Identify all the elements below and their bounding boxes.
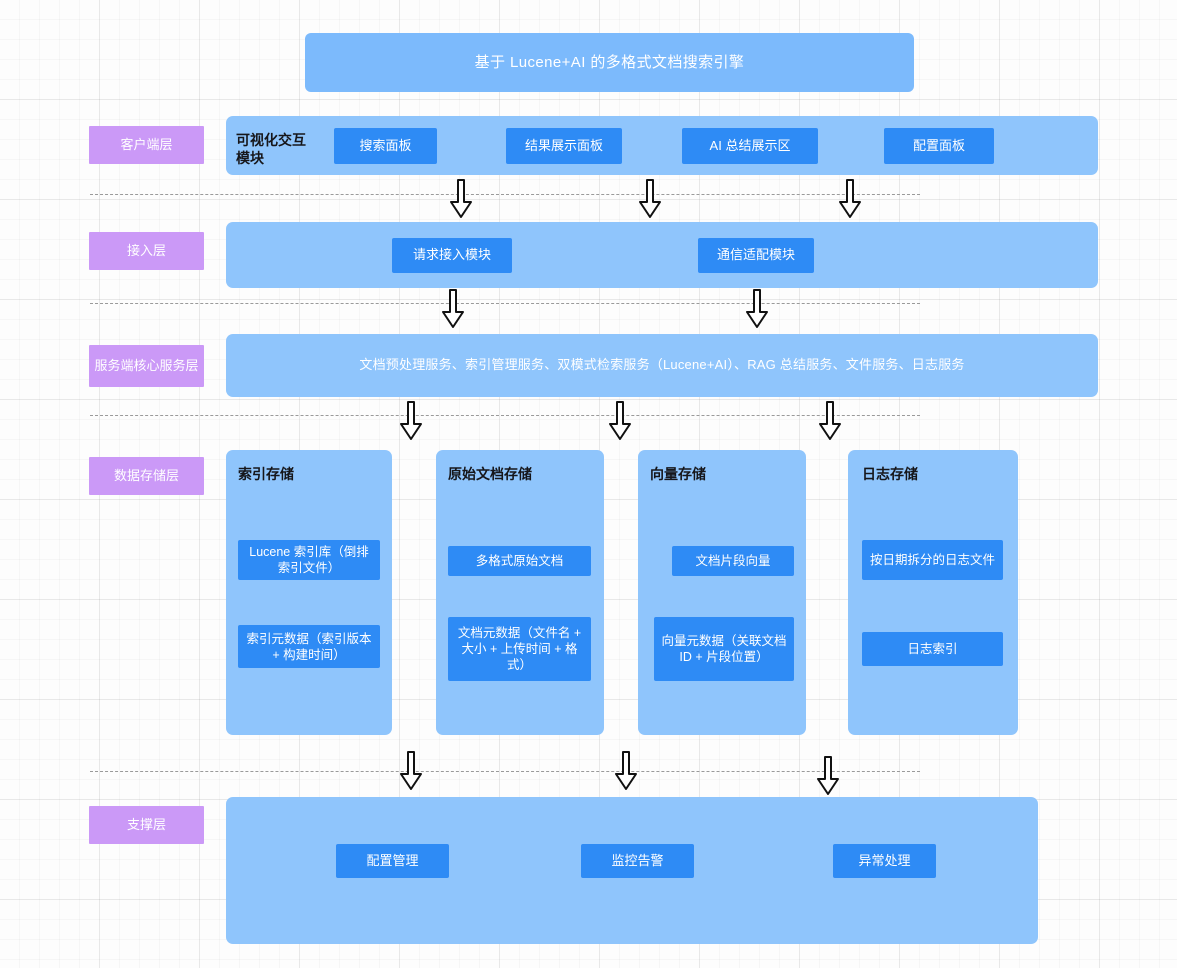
client-item-search-panel[interactable]: 搜索面板 xyxy=(334,128,437,164)
server-core-services-text: 文档预处理服务、索引管理服务、双模式检索服务（Lucene+AI）、RAG 总结… xyxy=(359,357,965,373)
storage-column-raw-docs xyxy=(436,450,604,735)
access-item-request-module[interactable]: 请求接入模块 xyxy=(392,238,512,273)
down-arrow-icon xyxy=(448,178,474,220)
layer-label-server-core: 服务端核心服务层 xyxy=(89,345,204,387)
storage-index-item-lucene-db-label: Lucene 索引库（倒排索引文件） xyxy=(249,545,369,575)
storage-column-vector xyxy=(638,450,806,735)
storage-column-log xyxy=(848,450,1018,735)
access-item-request-module-label: 请求接入模块 xyxy=(412,247,491,263)
layer-band-server-core: 文档预处理服务、索引管理服务、双模式检索服务（Lucene+AI）、RAG 总结… xyxy=(226,334,1098,397)
layer-label-access: 接入层 xyxy=(89,232,204,270)
storage-raw-item-doc-metadata[interactable]: 文档元数据（文件名 + 大小 + 上传时间 + 格式） xyxy=(448,617,591,681)
down-arrow-icon xyxy=(744,288,770,330)
down-arrow-icon xyxy=(398,750,424,792)
storage-log-item-log-index-label: 日志索引 xyxy=(907,642,958,656)
access-item-comm-adapter[interactable]: 通信适配模块 xyxy=(698,238,814,273)
client-item-config-panel-label: 配置面板 xyxy=(912,137,965,153)
down-arrow-icon xyxy=(440,288,466,330)
client-item-ai-summary[interactable]: AI 总结展示区 xyxy=(682,128,818,164)
storage-index-item-index-metadata-label: 索引元数据（索引版本 + 构建时间） xyxy=(246,631,372,662)
down-arrow-icon xyxy=(613,750,639,792)
support-item-config-management-label: 配置管理 xyxy=(366,852,419,868)
storage-log-item-log-index[interactable]: 日志索引 xyxy=(862,632,1003,666)
layer-label-server-core-text: 服务端核心服务层 xyxy=(94,357,199,373)
storage-column-vector-title: 向量存储 xyxy=(650,466,706,482)
client-item-config-panel[interactable]: 配置面板 xyxy=(884,128,994,164)
storage-log-item-date-split-files[interactable]: 按日期拆分的日志文件 xyxy=(862,540,1003,580)
layer-label-support: 支撑层 xyxy=(89,806,204,844)
storage-column-index-title: 索引存储 xyxy=(238,466,294,482)
client-item-search-panel-label: 搜索面板 xyxy=(359,137,412,153)
storage-vector-item-vector-metadata[interactable]: 向量元数据（关联文档 ID + 片段位置） xyxy=(654,617,794,681)
down-arrow-icon xyxy=(398,400,424,442)
storage-vector-item-chunk-vectors[interactable]: 文档片段向量 xyxy=(672,546,794,576)
layer-label-access-text: 接入层 xyxy=(126,242,166,258)
client-item-result-panel[interactable]: 结果展示面板 xyxy=(506,128,622,164)
client-item-ai-summary-label: AI 总结展示区 xyxy=(709,137,791,153)
storage-vector-item-chunk-vectors-label: 文档片段向量 xyxy=(695,554,771,568)
support-item-monitoring-alerts[interactable]: 监控告警 xyxy=(581,844,694,878)
diagram-title-banner: 基于 Lucene+AI 的多格式文档搜索引擎 xyxy=(305,33,914,92)
layer-label-client: 客户端层 xyxy=(89,126,204,164)
client-item-result-panel-label: 结果展示面板 xyxy=(524,137,603,153)
down-arrow-icon xyxy=(815,755,841,797)
layer-label-data-storage: 数据存储层 xyxy=(89,457,204,495)
storage-vector-item-vector-metadata-label: 向量元数据（关联文档 ID + 片段位置） xyxy=(661,634,787,664)
down-arrow-icon xyxy=(607,400,633,442)
storage-index-item-index-metadata[interactable]: 索引元数据（索引版本 + 构建时间） xyxy=(238,625,380,668)
storage-log-item-date-split-files-label: 按日期拆分的日志文件 xyxy=(869,553,995,567)
storage-column-index xyxy=(226,450,392,735)
separator-access-server xyxy=(90,303,920,304)
down-arrow-icon xyxy=(837,178,863,220)
layer-band-access xyxy=(226,222,1098,288)
down-arrow-icon xyxy=(637,178,663,220)
access-item-comm-adapter-label: 通信适配模块 xyxy=(716,247,795,263)
storage-raw-item-multiformat-docs[interactable]: 多格式原始文档 xyxy=(448,546,591,576)
separator-client-access xyxy=(90,194,920,195)
support-item-monitoring-alerts-label: 监控告警 xyxy=(611,852,664,868)
layer-label-data-storage-text: 数据存储层 xyxy=(113,467,179,483)
support-item-exception-handling-label: 异常处理 xyxy=(858,852,911,868)
down-arrow-icon xyxy=(817,400,843,442)
storage-column-raw-docs-title: 原始文档存储 xyxy=(448,466,532,482)
layer-label-client-text: 客户端层 xyxy=(120,136,173,152)
support-item-config-management[interactable]: 配置管理 xyxy=(336,844,449,878)
diagram-title-text: 基于 Lucene+AI 的多格式文档搜索引擎 xyxy=(474,53,745,71)
storage-raw-item-doc-metadata-label: 文档元数据（文件名 + 大小 + 上传时间 + 格式） xyxy=(457,626,582,672)
client-module-caption: 可视化交互模块 xyxy=(236,132,306,167)
storage-index-item-lucene-db[interactable]: Lucene 索引库（倒排索引文件） xyxy=(238,540,380,580)
support-item-exception-handling[interactable]: 异常处理 xyxy=(833,844,936,878)
separator-storage-support xyxy=(90,771,920,772)
storage-column-log-title: 日志存储 xyxy=(862,466,918,482)
storage-raw-item-multiformat-docs-label: 多格式原始文档 xyxy=(475,554,564,568)
separator-server-storage xyxy=(90,415,920,416)
layer-label-support-text: 支撑层 xyxy=(126,816,166,832)
